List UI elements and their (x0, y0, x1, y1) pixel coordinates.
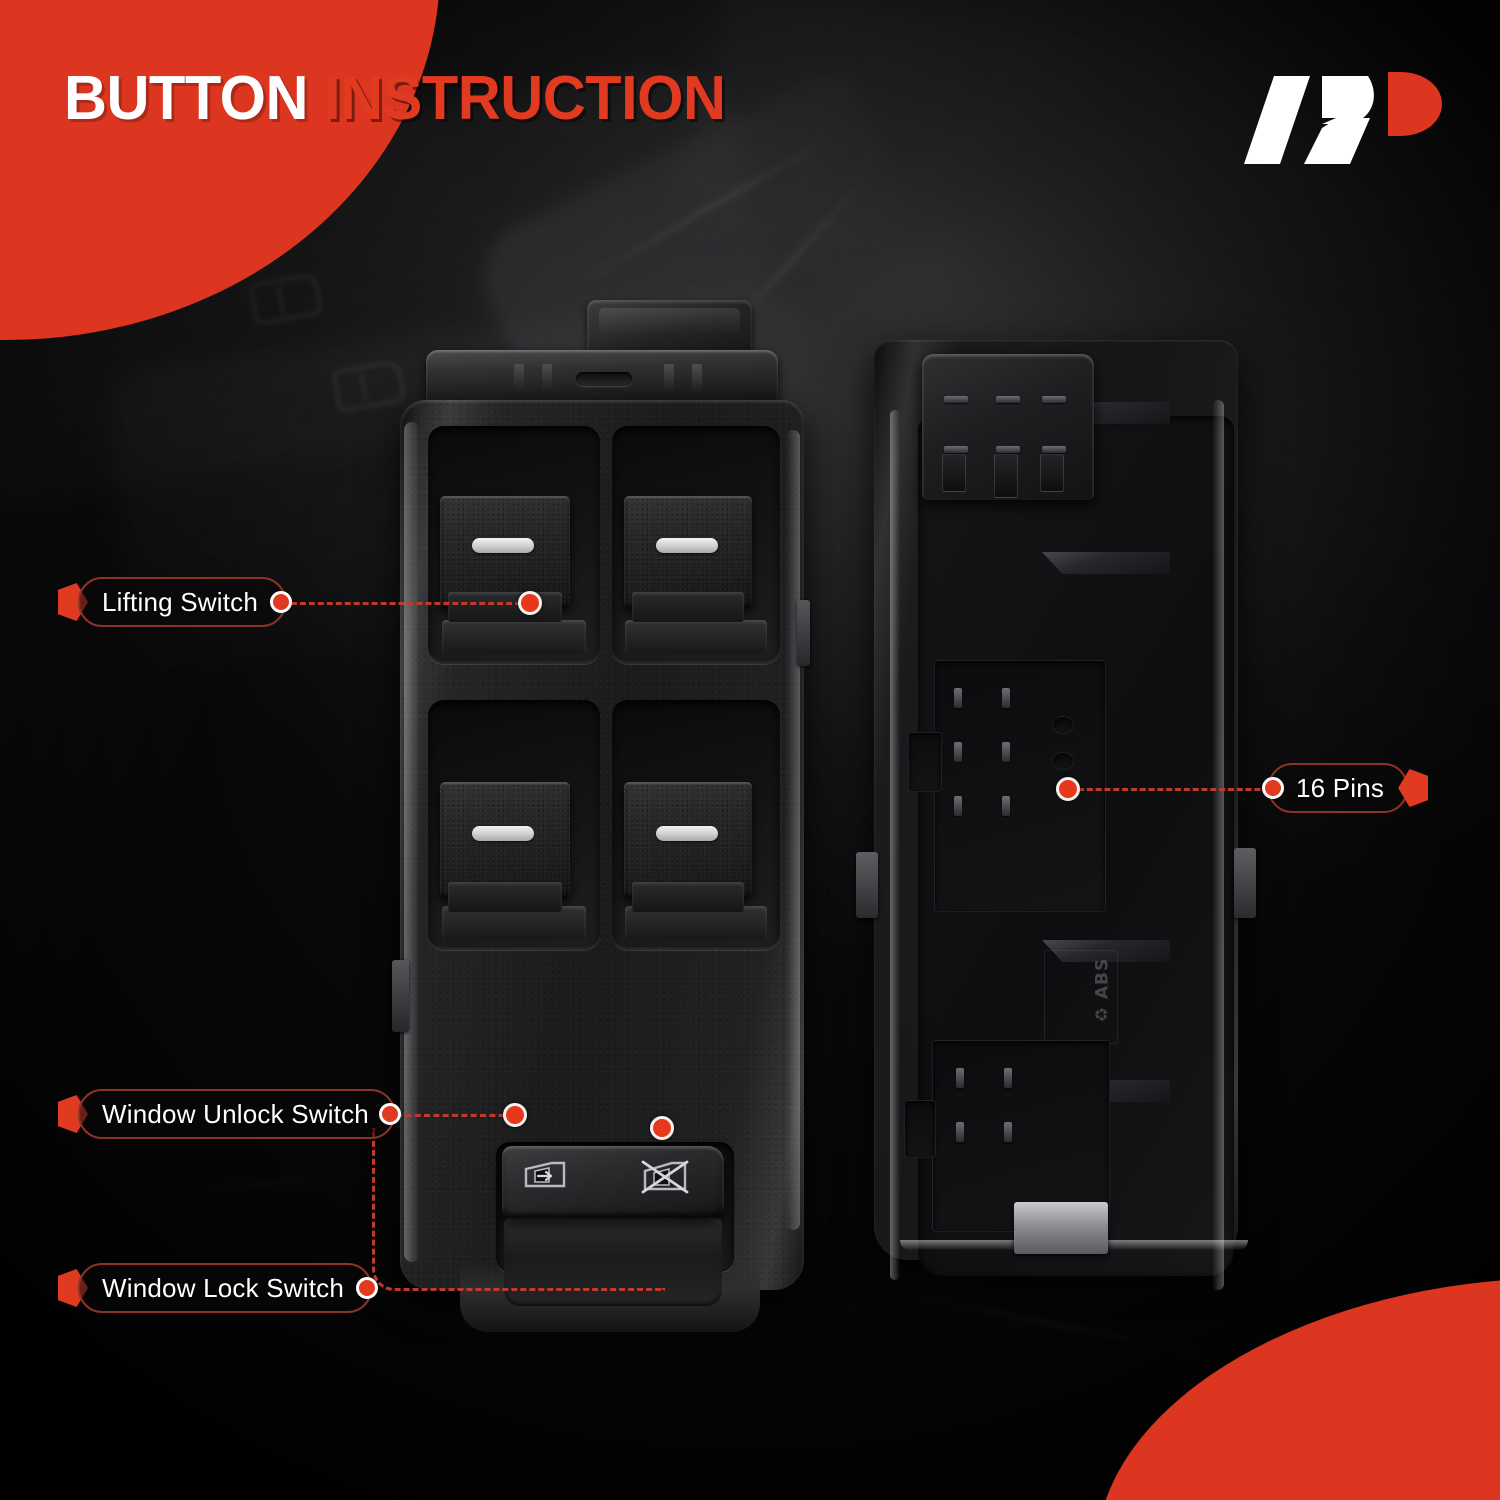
page-title: BUTTON INSTRUCTION (64, 68, 726, 130)
back-panel-bottom-clip (1014, 1202, 1108, 1254)
low-pin-4 (1004, 1122, 1012, 1142)
marker-16-pins (1056, 777, 1080, 801)
product-back-panel: ♻ ABS (856, 292, 1256, 1290)
pin-slot-5 (996, 446, 1020, 453)
pin-slot-1 (944, 396, 968, 403)
back-panel-right-rim-light (1212, 400, 1224, 1290)
front-panel-ridge-3 (664, 364, 674, 396)
marker-window-lock (650, 1116, 674, 1140)
page-title-word-1: BUTTON (64, 64, 309, 133)
rocker-shelf-upper-left (441, 620, 587, 654)
back-panel-small-cavity-lower-left (904, 1100, 936, 1158)
rocker-upper-right[interactable] (624, 496, 752, 622)
low-pin-1 (956, 1068, 964, 1088)
mid-pin-2 (1002, 688, 1010, 708)
leader-line-lifting-switch (282, 602, 530, 605)
window-lock-crossed-icon (641, 1160, 689, 1194)
window-unlock-icon (524, 1161, 566, 1188)
back-panel-boss-2 (1052, 752, 1074, 770)
window-lock-unlock-rocker[interactable] (502, 1146, 724, 1218)
pin-slot-3 (1042, 396, 1066, 403)
pin-post-2 (994, 454, 1018, 498)
mid-pin-1 (954, 688, 962, 708)
rocker-indicator-upper-right (656, 538, 718, 553)
low-pin-3 (956, 1122, 964, 1142)
mid-pin-5 (954, 796, 962, 816)
mid-pin-6 (1002, 796, 1010, 816)
leader-line-16-pins (1078, 788, 1278, 791)
back-panel-small-cavity-left (908, 732, 942, 792)
back-panel-connector-housing (922, 354, 1094, 500)
rocker-indicator-lower-right (656, 826, 718, 841)
rocker-indicator-upper-left (472, 538, 534, 553)
back-panel-boss-1 (1052, 716, 1074, 734)
marker-lifting-switch (518, 591, 542, 615)
brand-logo (1218, 62, 1448, 172)
front-panel-right-highlight (786, 430, 800, 1230)
rocker-lower-right[interactable] (624, 782, 752, 912)
rocker-shelf-upper-right (625, 620, 767, 654)
front-panel-ridge-2 (542, 364, 552, 396)
mid-pin-3 (954, 742, 962, 762)
pin-post-1 (942, 454, 966, 492)
rocker-lip-lower-left (447, 882, 563, 912)
back-panel-left-side-clip (856, 852, 878, 918)
back-panel-shell: ♻ ABS (874, 340, 1248, 1290)
rocker-lip-lower-right (631, 882, 745, 912)
back-panel-rib-3 (1042, 940, 1170, 962)
back-panel-right-side-clip (1234, 848, 1256, 918)
back-panel-rib-2 (1042, 552, 1170, 574)
page-title-word-2: INSTRUCTION (324, 64, 726, 133)
product-front-panel (392, 300, 816, 1332)
front-panel-right-clip (797, 600, 810, 666)
front-panel-ridge-4 (692, 364, 702, 396)
abs-material-marking: ♻ ABS (1092, 957, 1113, 1023)
pin-slot-6 (1042, 446, 1066, 453)
pin-slot-4 (944, 446, 968, 453)
leader-line-window-lock (372, 1128, 665, 1291)
leader-line-window-unlock (396, 1114, 514, 1117)
front-panel-left-clip (392, 960, 409, 1032)
marker-window-unlock (503, 1103, 527, 1127)
back-panel-left-rim-light (890, 410, 900, 1280)
pin-post-3 (1040, 454, 1064, 492)
front-panel-ridge-1 (514, 364, 524, 396)
rocker-indicator-lower-left (472, 826, 534, 841)
front-panel-left-highlight (404, 422, 420, 1262)
low-pin-2 (1004, 1068, 1012, 1088)
brand-logo-mark (1244, 72, 1442, 164)
rocker-lip-upper-right (631, 592, 745, 622)
pin-slot-2 (996, 396, 1020, 403)
rocker-lip-upper-left (447, 592, 563, 622)
lock-rocker-shelf (504, 1218, 722, 1306)
rocker-upper-left[interactable] (440, 496, 570, 622)
front-panel-latch (576, 372, 632, 386)
mid-pin-4 (1002, 742, 1010, 762)
front-panel-body (392, 400, 810, 1332)
rocker-lower-left[interactable] (440, 782, 570, 912)
